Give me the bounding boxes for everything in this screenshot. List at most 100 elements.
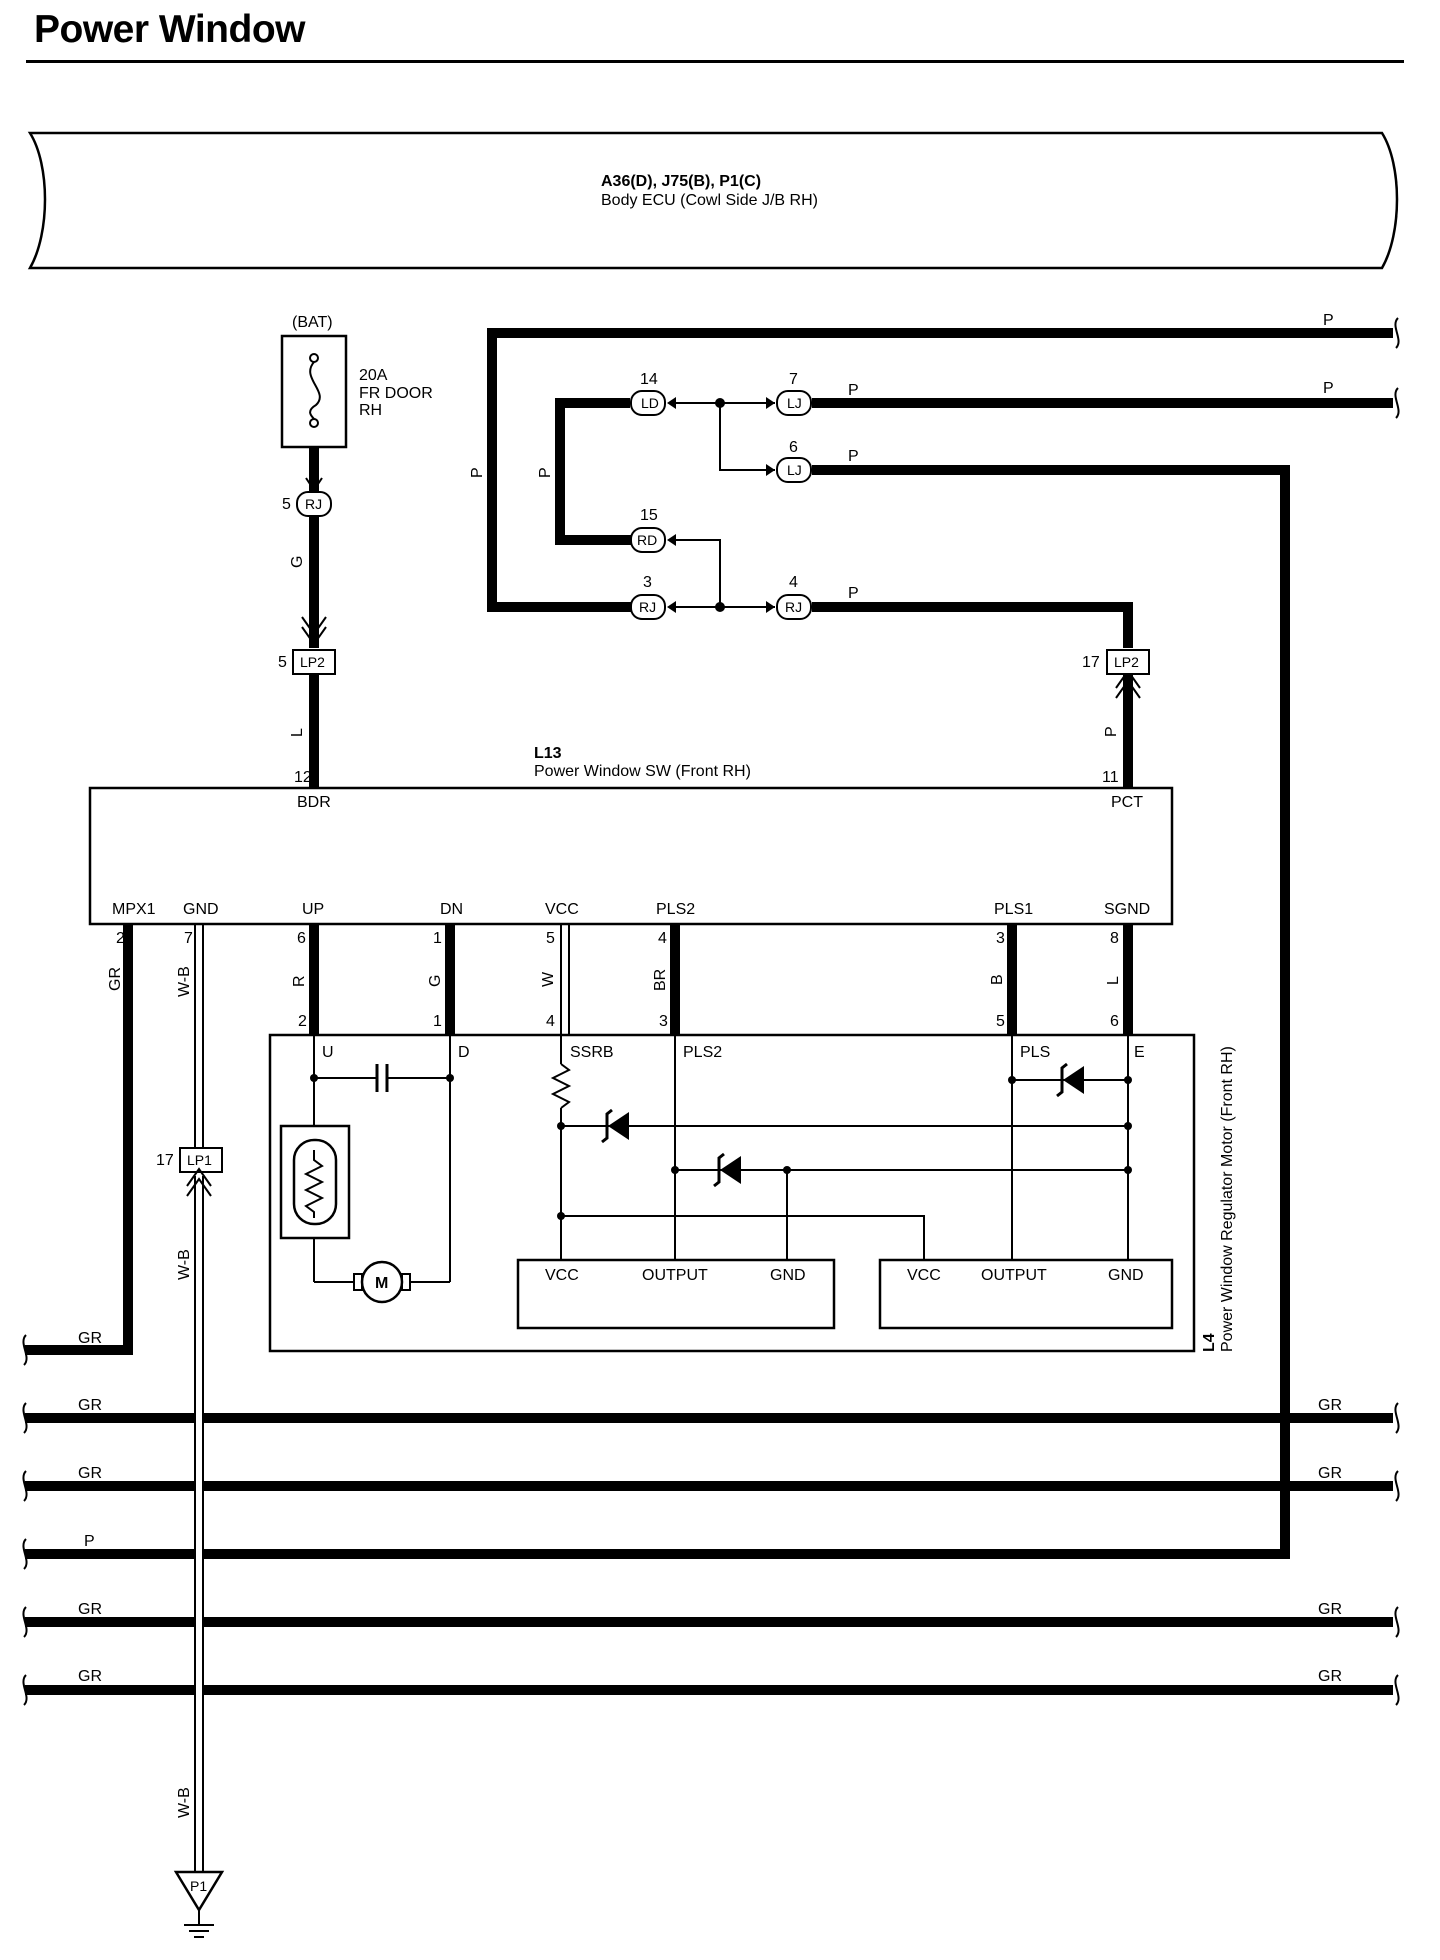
- connector-rj3: [630, 594, 666, 620]
- connector-rd15-name: RD: [637, 532, 657, 548]
- power-window-switch: L13 Power Window SW (Front RH) 12 11 BDR…: [88, 745, 1174, 947]
- connector-lj6-name: LJ: [787, 462, 802, 478]
- connector-lj6-num: 6: [789, 439, 798, 456]
- motor-pin-d-num: 1: [433, 1013, 442, 1030]
- wire-label-gr-mpx: GR: [107, 967, 124, 991]
- wires-top: [25, 328, 1393, 1559]
- switch-pin-up: UP: [302, 901, 324, 918]
- connector-rj3-num: 3: [643, 574, 652, 591]
- wire-label-gr-b3: GR: [1318, 1397, 1342, 1414]
- connector-ld14-num: 14: [640, 371, 658, 388]
- page-title: Power Window: [34, 8, 305, 51]
- switch-name: Power Window SW (Front RH): [534, 763, 751, 780]
- motor-pin-ssrb: SSRB: [570, 1044, 614, 1061]
- power-window-motor: 2 1 4 3 5 6 U D SSRB PLS2 PLS E L4 Power…: [268, 1013, 1236, 1353]
- wire-labels-top: P P P P P P P G L P: [289, 312, 1334, 737]
- connector-lp2-5-name: LP2: [300, 654, 325, 670]
- switch-pin-mpx1: MPX1: [112, 901, 156, 918]
- switch-pin-pls2-num: 4: [658, 930, 667, 947]
- wire-label-p-4: P: [848, 448, 859, 465]
- motor-pin-pls: PLS: [1020, 1044, 1050, 1061]
- motor-ic1-vcc: VCC: [545, 1267, 579, 1284]
- body-ecu-code: A36(D), J75(B), P1(C): [601, 173, 761, 190]
- connector-rj5: [296, 491, 332, 517]
- wire-label-r: R: [291, 975, 308, 987]
- motor-pin-u: U: [322, 1044, 334, 1061]
- body-ecu-name: Body ECU (Cowl Side J/B RH): [601, 192, 818, 209]
- switch-pin-up-num: 6: [297, 930, 306, 947]
- wires-bottom: GR GR GR GR GR P GR GR GR GR: [22, 317, 1400, 1710]
- connector-rj4-name: RJ: [785, 599, 802, 615]
- wire-label-p-7: P: [537, 467, 554, 478]
- switch-pin-pct: PCT: [1111, 794, 1143, 811]
- motor-ic-1: [516, 1258, 836, 1330]
- motor-ic-2: [878, 1258, 1174, 1330]
- connector-rd15: [630, 527, 666, 553]
- wire-label-gr-b8: GR: [78, 1668, 102, 1685]
- wire-label-gr-b9: GR: [1318, 1668, 1342, 1685]
- wire-label-w: W: [540, 971, 557, 987]
- motor-pin-e-num: 6: [1110, 1013, 1119, 1030]
- connector-rj5-name: RJ: [305, 496, 322, 512]
- connector-lp2-17-name: LP2: [1114, 654, 1139, 670]
- ground-symbol: P1: [173, 1870, 225, 1938]
- wire-label-gr-b6: GR: [78, 1601, 102, 1618]
- wire-label-p-2: P: [848, 382, 859, 399]
- motor-ic1-gnd: GND: [770, 1267, 806, 1284]
- motor-pin-ssrb-num: 4: [546, 1013, 555, 1030]
- ground-name: P1: [190, 1878, 207, 1894]
- wire-label-p-8: P: [1103, 726, 1120, 737]
- fuse-rating: 20A: [359, 367, 388, 384]
- motor-internals: M: [279, 1035, 1174, 1330]
- switch-pin-pls1-num: 3: [996, 930, 1005, 947]
- motor-ic2-vcc: VCC: [907, 1267, 941, 1284]
- wire-label-br: BR: [652, 969, 669, 991]
- wire-label-b: B: [989, 974, 1006, 985]
- motor-ic1-output: OUTPUT: [642, 1267, 708, 1284]
- wire-label-p-6: P: [469, 467, 486, 478]
- connector-rd15-num: 15: [640, 507, 658, 524]
- motor-code: L4: [1201, 1333, 1218, 1352]
- fuse-block: (BAT) 20A FR DOOR RH: [280, 314, 433, 449]
- fuse-name-line2: RH: [359, 402, 382, 419]
- wire-label-gr-b1: GR: [78, 1330, 102, 1347]
- switch-pin-vcc: VCC: [545, 901, 579, 918]
- connector-ld14: [630, 390, 666, 416]
- wire-label-g-1: G: [289, 556, 306, 568]
- title-rule: [26, 60, 1404, 63]
- wire-label-p-1: P: [1323, 312, 1334, 329]
- switch-pin-pls2: PLS2: [656, 901, 695, 918]
- switch-pin-pct-num: 11: [1102, 769, 1119, 786]
- switch-pin-vcc-num: 5: [546, 930, 555, 947]
- wire-label-gr-b2: GR: [78, 1397, 102, 1414]
- switch-pin-gnd: GND: [183, 901, 219, 918]
- switch-pin-sgnd-num: 8: [1110, 930, 1119, 947]
- switch-pin-mpx1-num: 2: [116, 930, 125, 947]
- wire-label-g-2: G: [427, 975, 444, 987]
- wire-label-p-5: P: [848, 585, 859, 602]
- wire-label-wb-3: W-B: [176, 1787, 193, 1818]
- connector-lp2-17: [1106, 649, 1150, 675]
- connectors-top: LD 14 LJ 7 LJ 6 RD 15 RJ 3 RJ 4 RJ 5: [278, 371, 1150, 699]
- connector-lp2-5-num: 5: [278, 654, 287, 671]
- body-ecu-block: A36(D), J75(B), P1(C) Body ECU (Cowl Sid…: [27, 131, 1399, 270]
- motor-name: Power Window Regulator Motor (Front RH): [1219, 1046, 1236, 1352]
- motor-pin-u-num: 2: [298, 1013, 307, 1030]
- wire-label-gr-b4: GR: [78, 1465, 102, 1482]
- motor-pin-pls2: PLS2: [683, 1044, 722, 1061]
- wire-label-l-1: L: [289, 728, 306, 737]
- wire-label-gr-b5: GR: [1318, 1465, 1342, 1482]
- connector-lp1: [179, 1147, 223, 1173]
- connector-lj7: [776, 390, 812, 416]
- connector-lp1-name: LP1: [187, 1152, 212, 1168]
- fuse-source: (BAT): [292, 314, 333, 331]
- motor-ic2-gnd: GND: [1108, 1267, 1144, 1284]
- motor-symbol: M: [375, 1275, 388, 1292]
- wire-label-p-b: P: [84, 1533, 95, 1550]
- wire-label-l-2: L: [1105, 976, 1122, 985]
- connector-lp2-17-num: 17: [1082, 654, 1100, 671]
- switch-pin-dn: DN: [440, 901, 463, 918]
- connector-lj7-num: 7: [789, 371, 798, 388]
- connector-ld14-name: LD: [641, 395, 659, 411]
